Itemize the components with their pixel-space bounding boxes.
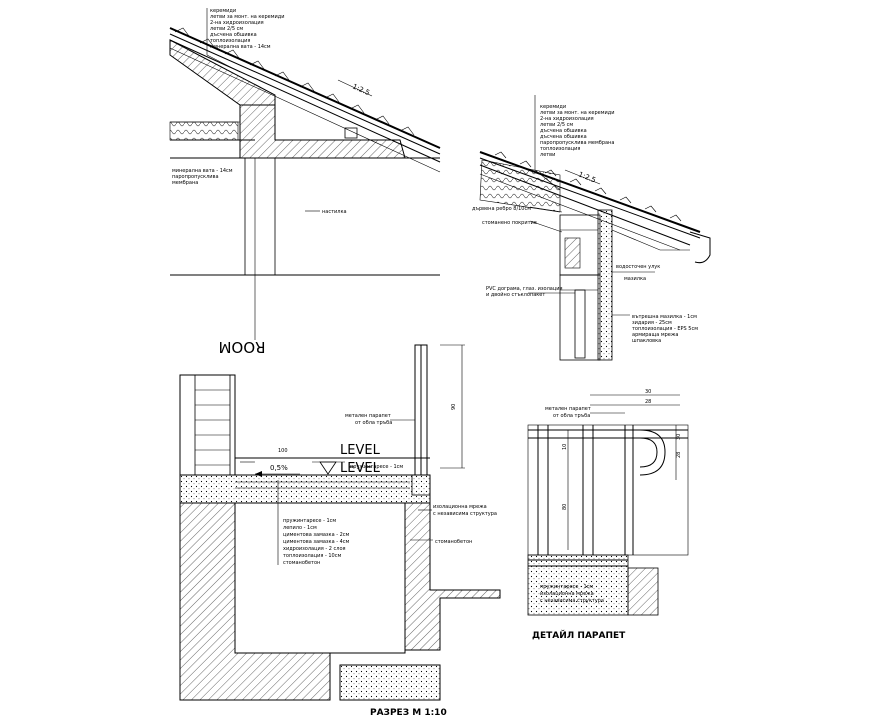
room-label: ROOM: [219, 338, 266, 356]
detail-bottom-note-2: с независима структура: [540, 598, 604, 604]
parapet-right-notes: изолационна мрежа с независима структура…: [410, 504, 497, 545]
roof-right-layer-7: топлоизолация: [540, 146, 580, 152]
roof-right-wall-layers: вътрешна мазилка - 1см зидария - 25см то…: [612, 314, 698, 344]
detail-bottom-note-1: изолационна мрежа: [540, 591, 594, 597]
parapet-layer-3: циментова замазка - 4см: [283, 539, 350, 545]
roof-left-layer-0: керемиди: [210, 8, 236, 14]
detail-dim-top-1: 28: [645, 399, 651, 405]
parapet-detail: 30 28 30 28 10 80 метален парапет от обл…: [527, 389, 689, 641]
roof-right-left-note-1: стоманено покритие: [482, 220, 537, 226]
roof-right-wall-layer-1: зидария - 25см: [632, 320, 672, 326]
detail-dim-top-0: 30: [645, 389, 651, 395]
detail-dim-side-1: 28: [676, 452, 682, 458]
roof-right-layer-4: дъсчена обшивка: [540, 128, 587, 134]
parapet-top-note: пружинтаресе - 1см: [350, 464, 403, 470]
roof-right-right-notes: водосточен улук мазилка: [612, 264, 660, 282]
roof-left-layer-5: топлоизолация: [210, 38, 250, 44]
detail-bottom-note-0: пружинтаресе - 1см: [540, 584, 593, 590]
roof-left-detail: 1:2.5 керемиди летви за монт. на керемид…: [169, 8, 441, 356]
parapet-right-note-1: с независима структура: [433, 511, 497, 517]
detail-dim-side-0: 30: [676, 434, 682, 440]
detail-rail-label: метален парапет от обла тръба: [545, 406, 625, 419]
slope-label-right: 1:2.5: [577, 170, 597, 184]
slope-percent: 0,5%: [270, 464, 288, 472]
parapet-right-note-0: изолационна мрежа: [433, 504, 487, 510]
roof-right-wall-layer-4: шпакловка: [632, 338, 661, 344]
parapet-rail-label: метален парапет от обла тръба: [345, 413, 415, 426]
roof-left-side-note-1: паропропусклива: [172, 174, 219, 180]
roof-left-layer-list: керемиди летви за монт. на керемиди 2-на…: [210, 8, 284, 50]
parapet-layer-2: циментова замазка - 2см: [283, 532, 350, 538]
roof-right-left-note-0: дървена ребро 8/10см: [472, 206, 531, 212]
detail-dim-side-2: 10: [562, 444, 568, 450]
roof-right-wall-layer-2: топлоизолация - EPS 5см: [632, 326, 698, 332]
parapet-section: 90 LEVEL LEVEL 0,5% 100 метален парапет …: [179, 344, 501, 718]
parapet-layer-1: лепило - 1см: [283, 525, 317, 531]
section-title: РАЗРЕЗ М 1:10: [370, 708, 447, 718]
detail-title: ДЕТАЙЛ ПАРАПЕТ: [532, 629, 626, 641]
level-label-mirror: LEVEL: [340, 461, 381, 476]
roof-right-right-note-0: водосточен улук: [616, 264, 660, 270]
roof-left-side-note: минерална вата - 14см паропропусклива ме…: [172, 168, 233, 186]
detail-bottom-notes: пружинтаресе - 1см изолационна мрежа с н…: [540, 584, 604, 604]
slope-label-left: 1:2.5: [351, 83, 371, 98]
parapet-layer-6: стоманобетон: [283, 560, 320, 566]
parapet-rail-label-0: метален парапет: [345, 413, 391, 419]
level-label: LEVEL: [340, 443, 381, 458]
roof-right-layer-3: летви 2/5 см: [540, 122, 573, 128]
roof-left-side-note-2: мембрана: [172, 180, 198, 186]
roof-right-layer-1: летви за монт. на керемиди: [540, 110, 614, 116]
parapet-dim-small: 100: [278, 448, 288, 454]
roof-right-layer-2: 2-на хидроизолация: [540, 116, 594, 122]
roof-left-layer-6: минерална вата - 14см: [210, 44, 271, 50]
parapet-layer-5: топлоизолация - 10см: [283, 553, 341, 559]
parapet-layer-4: хидроизолация - 2 слоя: [283, 546, 346, 552]
roof-left-side-note-0: минерална вата - 14см: [172, 168, 233, 174]
parapet-layer-list: пружинтаресе - 1см лепило - 1см циментов…: [283, 518, 350, 566]
roof-right-layer-0: керемиди: [540, 104, 566, 110]
detail-rail-label-1: от обла тръба: [553, 413, 590, 419]
roof-right-wall-layer-3: армираща мрежа: [632, 332, 678, 338]
roof-right-layer-8: летви: [540, 152, 555, 158]
parapet-layer-0: пружинтаресе - 1см: [283, 518, 336, 524]
parapet-rail-label-1: от обла тръба: [355, 420, 392, 426]
roof-right-layer-list: керемиди летви за монт. на керемиди 2-на…: [540, 104, 614, 158]
roof-right-left-note-2: PVC дограма, глаз. изолация: [486, 286, 563, 292]
parapet-height-dim: 90: [451, 404, 457, 410]
roof-right-right-note-1: мазилка: [624, 276, 646, 282]
roof-left-layer-4: дъсчена обшивка: [210, 32, 257, 38]
roof-left-layer-1: летви за монт. на керемиди: [210, 14, 284, 20]
roof-left-layer-2: 2-на хидроизолация: [210, 20, 264, 26]
detail-rail-label-0: метален парапет: [545, 406, 591, 412]
roof-left-layer-3: летви 2/5 см: [210, 26, 243, 32]
detail-dim-side-3: 80: [562, 504, 568, 510]
roof-right-left-notes: дървена ребро 8/10см стоманено покритие …: [472, 206, 575, 298]
parapet-right-note-2: стоманобетон: [435, 539, 472, 545]
roof-right-detail: 1:2.5 керемиди летви за монт. на керемид…: [472, 95, 711, 361]
roof-right-layer-5: дъсчена обшивка: [540, 134, 587, 140]
roof-left-tag: настилка: [322, 209, 347, 215]
roof-right-wall-layer-0: вътрешна мазилка - 1см: [632, 314, 697, 320]
roof-right-layer-6: паропропусклива мембрана: [540, 140, 614, 146]
roof-right-left-note-3: и двойно стъклопакет: [486, 291, 545, 298]
